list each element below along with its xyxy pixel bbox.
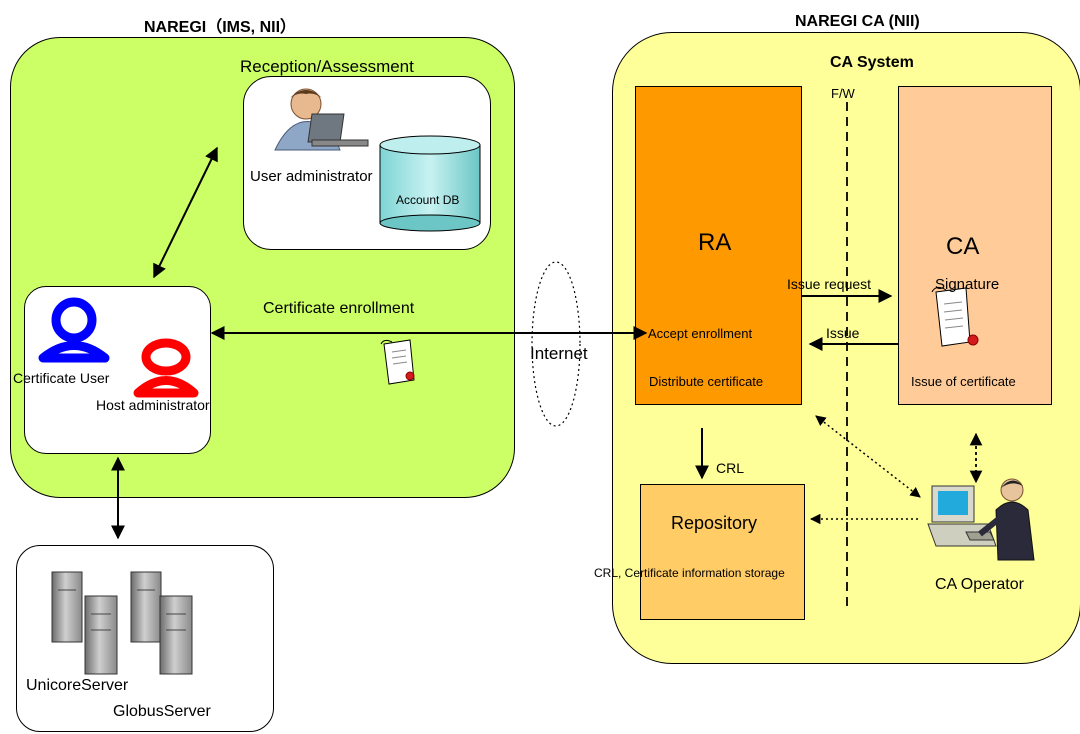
certificate-enrollment-label: Certificate enrollment <box>263 300 415 317</box>
ra-title: RA <box>698 229 732 256</box>
certificate-user-label: Certificate User <box>13 370 110 386</box>
host-administrator-label: Host administrator <box>96 397 210 413</box>
repository-title: Repository <box>671 513 758 533</box>
naregi-ca-title: NAREGI CA (NII) <box>795 13 920 30</box>
account-db-label: Account DB <box>396 193 460 207</box>
ca-signature-scroll-icon <box>931 286 979 347</box>
globus-server-label: GlobusServer <box>113 703 211 720</box>
ra-box <box>635 86 802 405</box>
issue-of-certificate-label: Issue of certificate <box>911 374 1016 389</box>
signature-label: Signature <box>935 276 1000 293</box>
issue-request-label: Issue request <box>787 276 872 292</box>
user-administrator-icon <box>274 88 369 151</box>
certificate-scroll-icon <box>380 339 415 385</box>
distribute-certificate-label: Distribute certificate <box>649 374 764 389</box>
crl-label: CRL <box>716 460 745 476</box>
accept-enrollment-label: Accept enrollment <box>648 326 753 341</box>
host-administrator-icon <box>133 338 199 398</box>
fw-label: F/W <box>831 86 855 101</box>
naregi-ims-nii-title: NAREGI（IMS, NII） <box>144 19 297 36</box>
internet-label: Internet <box>530 344 588 363</box>
ca-title: CA <box>946 233 980 260</box>
certificate-user-icon <box>38 297 110 363</box>
issue-label: Issue <box>826 325 860 341</box>
repository-box <box>640 484 805 620</box>
unicore-server-label: UnicoreServer <box>26 677 129 694</box>
ca-operator-label: CA Operator <box>935 576 1024 593</box>
repository-description: CRL, Certificate information storage <box>594 566 785 580</box>
account-db-icon <box>379 135 481 232</box>
user-administrator-label: User administrator <box>250 168 373 185</box>
ca-box <box>898 86 1052 405</box>
server-rack-icons <box>51 571 193 675</box>
reception-assessment-title: Reception/Assessment <box>240 57 414 76</box>
ca-system-title: CA System <box>830 54 914 71</box>
ca-operator-icon <box>927 478 1035 561</box>
